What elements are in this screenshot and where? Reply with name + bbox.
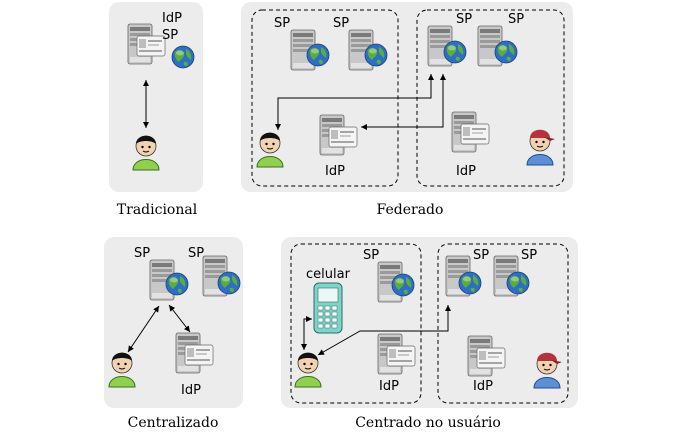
panel-federado: SP SP SP SP IdP IdP [241,2,573,192]
sp-label: SP [333,16,349,31]
phone-label: celular [306,267,351,282]
panel-centrado: celular SP SP SP IdP IdP [281,237,578,408]
caption-centralizado: Centralizado [128,415,219,431]
globe-icon [391,273,415,297]
sp-label: SP [162,28,178,43]
sp-label: SP [363,248,379,263]
caption-tradicional: Tradicional [117,202,198,218]
globe-icon [494,40,518,64]
globe-icon [165,272,189,296]
auth-arrow [317,305,451,356]
sp-label: SP [473,248,489,263]
auth-arrow [127,305,160,353]
sp-label: SP [521,248,537,263]
globe-icon [171,45,195,69]
idp-label: IdP [379,379,399,394]
phone-arrow [301,316,312,350]
globe-icon [306,43,330,67]
panel-centralizado: SP SP IdP [104,237,243,408]
idp-label: IdP [162,11,182,26]
sp-label: SP [274,16,290,31]
caption-federado: Federado [377,202,444,218]
globe-icon [364,43,388,67]
idp-label: IdP [181,383,201,398]
trust-arrow [361,74,446,130]
sp-label: SP [508,12,524,27]
caption-centrado: Centrado no usuário [355,415,501,431]
sp-label: SP [456,12,472,27]
globe-icon [443,40,467,64]
idp-label: IdP [325,164,345,179]
idp-label: IdP [473,379,493,394]
globe-icon [506,271,530,295]
globe-icon [217,271,241,295]
globe-icon [458,271,482,295]
trust-arrow [168,304,191,333]
sp-label: SP [134,246,150,261]
panel-tradicional: IdP SP [109,2,203,192]
sp-label: SP [188,246,204,261]
mobile-phone-icon [313,282,343,334]
idp-label: IdP [456,164,476,179]
